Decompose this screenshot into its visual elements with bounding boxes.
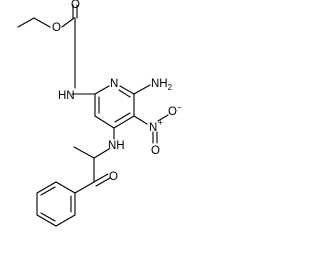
atom-nitro-oxygen-a: O (168, 106, 177, 118)
atom-carbamate-nh: HN (58, 90, 75, 102)
bond-ch3-ch2 (17, 17, 35, 28)
bond-ph-2-3 (36, 181, 57, 194)
atom-ketone-oxygen: O (109, 171, 118, 183)
atom-carbamate-carbonyl-oxygen: O (71, 0, 80, 11)
nitro-o-negative-charge: − (177, 103, 182, 112)
bond-ph-4-5 (36, 214, 57, 227)
bond-ph-1-2 (55, 181, 76, 194)
atom-pyridine-nitrogen: N (110, 78, 118, 90)
bond-c6-nh2 (133, 84, 151, 95)
bond-ch2-oester (33, 17, 51, 28)
bond-ccarbonyl-o-1 (93, 173, 109, 183)
bond-c2-n1 (94, 85, 110, 95)
chemical-structure-diagram: O O HN N NH2 N + O − O NH O (17, 0, 182, 227)
atom-labels: O O HN N NH2 N + O − O NH O (52, 0, 182, 183)
atom-nitro-nitrogen: N (149, 122, 157, 134)
bond-n1-c6-inner (118, 89, 131, 98)
atom-nitro-oxygen-b: O (151, 145, 160, 157)
bond-amine-ch (93, 148, 110, 159)
bond-n1-c6 (119, 85, 135, 95)
bond-ph-4-5-inner (40, 212, 56, 222)
bond-nitro-n-o-up (157, 114, 169, 122)
bond-c5-nitro (133, 115, 148, 125)
bond-oester-ccarbamate (61, 17, 75, 28)
bond-c5-c4-inner (114, 112, 131, 123)
bond-c4-c3 (94, 115, 115, 129)
atom-amine-nh: NH (108, 140, 125, 152)
bond-ch-methyl (73, 146, 95, 159)
bond-ccarbonyl-o-2 (95, 177, 111, 187)
bond-ph-5-6 (55, 214, 76, 227)
bonds (17, 4, 169, 227)
bond-c5-c4 (113, 115, 135, 129)
atom-amino-group: NH2 (151, 78, 173, 92)
atom-ester-oxygen: O (52, 22, 61, 34)
nitro-n-positive-charge: + (158, 118, 163, 127)
bond-ph-2-3-inner (40, 186, 56, 196)
bond-ccarbonyl-phenyl (74, 181, 95, 194)
